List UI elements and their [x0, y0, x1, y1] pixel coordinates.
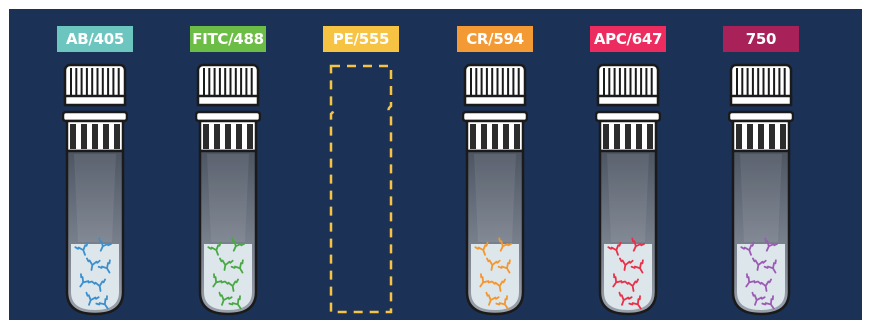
vial-cap: [63, 65, 127, 151]
reagent-label: FITC/488: [190, 26, 266, 52]
reagent-label: PE/555: [323, 26, 399, 52]
missing-vial-outline: [331, 66, 391, 312]
vial-tube: [733, 151, 789, 314]
vial: [595, 62, 661, 316]
reagent-label: 750: [723, 26, 799, 52]
vial-tube: [200, 151, 256, 314]
reagent-label: CR/594: [457, 26, 533, 52]
vial-tube: [600, 151, 656, 314]
vial-cap: [596, 65, 660, 151]
vial: [62, 62, 128, 316]
vial: [462, 62, 528, 316]
vial: [195, 62, 261, 316]
vial-cap: [729, 65, 793, 151]
vial-cap: [196, 65, 260, 151]
reagent-label: APC/647: [590, 26, 666, 52]
reagent-label: AB/405: [57, 26, 133, 52]
vial-tube: [67, 151, 123, 314]
empty-vial-slot: [328, 62, 394, 316]
vial-cap: [463, 65, 527, 151]
vial: [728, 62, 794, 316]
vial-tube: [467, 151, 523, 314]
